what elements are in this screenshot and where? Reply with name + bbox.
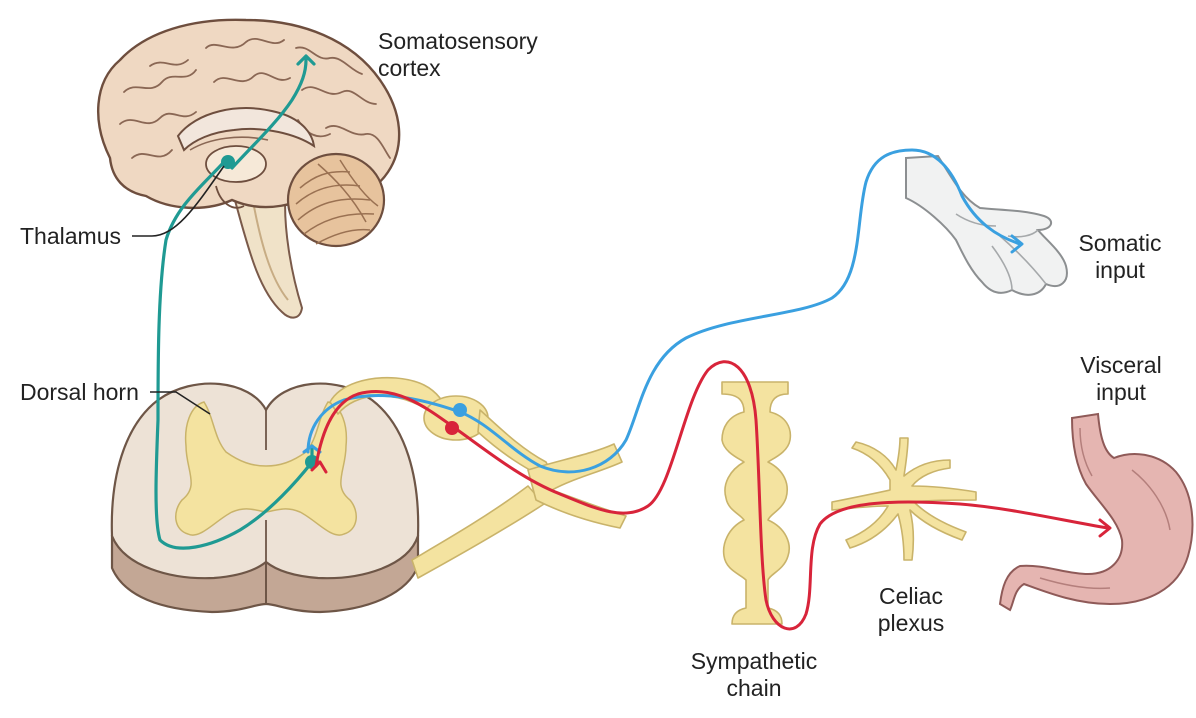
label-thalamus: Thalamus <box>20 223 121 250</box>
stomach-illustration <box>998 412 1194 612</box>
label-celiac-plexus-line1: Celiac <box>879 583 943 609</box>
spinal-cord-gray-matter <box>175 401 357 536</box>
visceral-ganglion-cell <box>445 421 459 435</box>
label-celiac-plexus: Celiac plexus <box>856 583 966 637</box>
leader-lines <box>132 165 225 415</box>
thalamus-leader-line <box>132 165 225 237</box>
brainstem <box>230 184 304 319</box>
dorsal-horn-leader-line <box>150 391 211 415</box>
label-dorsal-horn-text: Dorsal horn <box>20 379 139 405</box>
label-somatic-input-line2: input <box>1095 257 1145 283</box>
label-somatosensory-cortex: Somatosensory cortex <box>378 28 538 82</box>
ventral-root <box>411 485 545 579</box>
label-dorsal-horn: Dorsal horn <box>20 379 139 406</box>
label-somatic-input-line1: Somatic <box>1078 230 1162 256</box>
cerebellum <box>286 152 386 248</box>
label-sympathetic-chain-line2: chain <box>726 675 782 701</box>
label-sympathetic-chain-line1: Sympathetic <box>690 648 818 674</box>
thalamus-synapse <box>221 155 235 169</box>
somatic-afferent-fiber <box>302 148 1024 474</box>
label-visceral-input: Visceral input <box>1066 352 1176 406</box>
label-thalamus-text: Thalamus <box>20 223 121 249</box>
label-visceral-input-line2: input <box>1096 379 1146 405</box>
celiac-plexus-illustration <box>831 437 977 561</box>
brain-illustration <box>97 18 401 319</box>
label-somatic-input: Somatic input <box>1070 230 1170 284</box>
label-visceral-input-line1: Visceral <box>1080 352 1162 378</box>
somatic-ganglion-cell <box>453 403 467 417</box>
corpus-callosum <box>176 107 316 152</box>
label-somatosensory-cortex-line2: cortex <box>378 55 441 81</box>
label-sympathetic-chain: Sympathetic chain <box>674 648 834 702</box>
sympathetic-chain-illustration <box>721 381 792 625</box>
label-celiac-plexus-line2: plexus <box>877 610 945 636</box>
spinal-cord-cross-section <box>110 382 420 614</box>
label-somatosensory-cortex-line1: Somatosensory <box>378 28 538 54</box>
nerve-fibers <box>329 376 977 625</box>
